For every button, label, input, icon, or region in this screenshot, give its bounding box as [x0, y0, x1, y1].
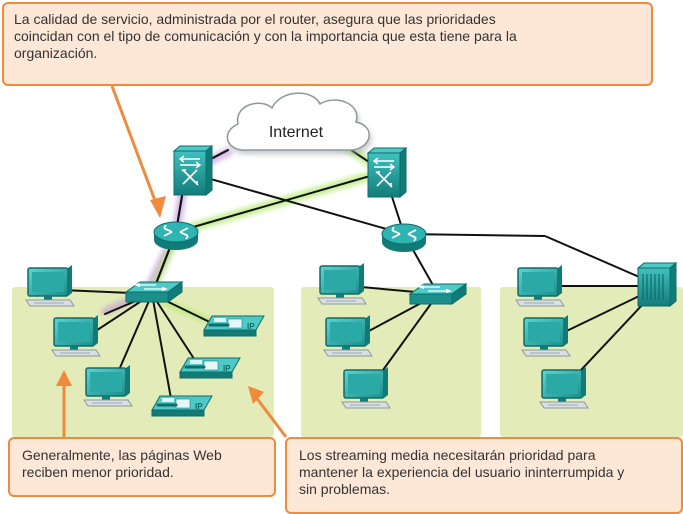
pc-icon[interactable] [323, 314, 373, 357]
ip-phone-icon[interactable]: IP [178, 356, 242, 380]
svg-text:IP: IP [195, 402, 203, 411]
lan-area-middle [301, 287, 481, 437]
arrowheads [56, 196, 264, 404]
callout-text-line: sin problemas. [299, 481, 391, 497]
pc-icon[interactable] [521, 314, 571, 357]
callout-text-line: Generalmente, las páginas Web [22, 447, 222, 463]
ip-phone-icon[interactable]: IP [202, 314, 266, 338]
callout-qos-router: La calidad de servicio, administrada por… [2, 2, 653, 86]
svg-text:IP: IP [223, 364, 231, 373]
callout-streaming-priority: Los streaming media necesitarán priorida… [285, 437, 683, 514]
arrow-to-router [110, 85, 162, 215]
pc-icon[interactable] [83, 364, 133, 407]
pc-icon[interactable] [51, 314, 101, 357]
pc-icon[interactable] [539, 366, 589, 409]
internet-cloud: Internet [226, 92, 372, 155]
callout-text-line: coincidan con el tipo de comunicación y … [14, 28, 517, 44]
server-icon[interactable] [636, 261, 678, 308]
multilayer-switch-right[interactable] [367, 147, 407, 198]
router-left[interactable] [153, 221, 199, 251]
arrow-to-phone [250, 391, 288, 438]
svg-text:IP: IP [247, 322, 255, 331]
callout-text-line: organización. [14, 45, 98, 61]
router-right[interactable] [381, 223, 427, 253]
pc-icon[interactable] [515, 264, 565, 307]
callout-text-line: La calidad de servicio, administrada por… [14, 11, 496, 27]
callout-text-line: mantener la experiencia del usuario inin… [299, 464, 625, 480]
pc-icon[interactable] [341, 366, 391, 409]
callout-text-line: reciben menor prioridad. [22, 464, 174, 480]
lan-area-right [500, 287, 683, 437]
pc-icon[interactable] [317, 262, 367, 305]
callout-web-priority: Generalmente, las páginas Web reciben me… [8, 437, 276, 497]
callout-text-line: Los streaming media necesitarán priorida… [299, 447, 596, 463]
pc-icon[interactable] [25, 264, 75, 307]
ip-phone-icon[interactable]: IP [150, 394, 214, 418]
internet-label: Internet [269, 124, 324, 141]
multilayer-switch-left[interactable] [173, 145, 213, 196]
callout-arrows [62, 85, 288, 438]
